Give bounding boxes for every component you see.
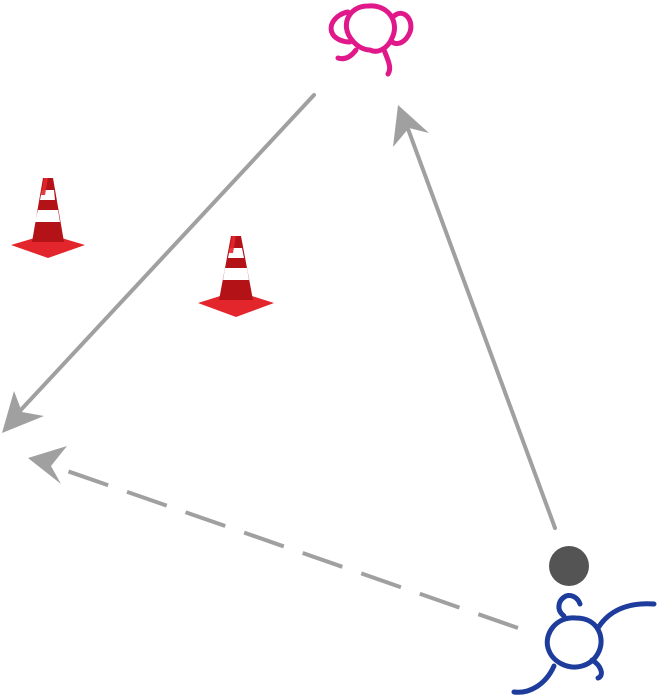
ball-icon — [549, 546, 589, 586]
traffic-cone-icon — [198, 236, 274, 317]
pass-arrow-to-receiver — [393, 105, 557, 530]
player-running-top-view-icon — [511, 593, 657, 695]
run-arrow-dashed — [28, 446, 519, 630]
player-top-view-icon — [328, 3, 414, 77]
pass-arrow-to-left — [2, 93, 316, 433]
traffic-cone-icon — [11, 178, 85, 258]
